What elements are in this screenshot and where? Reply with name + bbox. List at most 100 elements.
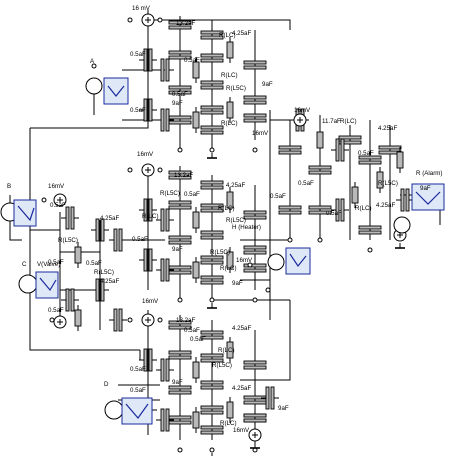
terminal-node (157, 167, 163, 173)
terminal-node (41, 197, 47, 203)
voltage-source-symbol (248, 428, 262, 442)
block-label: H (Heater) (232, 224, 261, 231)
source-label: 16mV (233, 427, 250, 434)
terminal-node (247, 262, 253, 268)
capacitor-symbol (200, 49, 224, 67)
capacitor-symbol (168, 166, 192, 184)
resistor-symbol (192, 407, 200, 433)
capacitor-symbol (396, 188, 414, 212)
cap-label: 9aF (420, 185, 431, 192)
capacitor-symbol (331, 138, 349, 162)
terminal-node (367, 247, 373, 253)
terminal-node (157, 17, 163, 23)
resistor-symbol (376, 167, 384, 193)
terminal-node (252, 297, 258, 303)
cap-label: 4.25aF (232, 385, 251, 392)
res-label: R(LC) (219, 32, 236, 39)
capacitor-symbol (139, 348, 157, 372)
capacitor-symbol (156, 258, 174, 282)
capacitor-symbol (200, 271, 224, 289)
cap-label: 0.5aF (190, 336, 206, 343)
terminal-node (209, 297, 215, 303)
resistor-symbol (74, 242, 82, 268)
cap-label: 0.5aF (184, 327, 200, 334)
source-label: 16mV (236, 257, 253, 264)
capacitor-symbol (156, 358, 174, 382)
cap-label: 0.5aF (86, 260, 102, 267)
block-label: C (22, 261, 27, 268)
capacitor-symbol (168, 81, 192, 99)
terminal-node (177, 447, 183, 453)
resistor-symbol (226, 37, 234, 63)
capacitor-symbol (200, 251, 224, 269)
terminal-node (209, 147, 215, 153)
voltage-source-symbol (293, 113, 307, 127)
terminal-node (127, 317, 133, 323)
capacitor-symbol (243, 56, 267, 74)
capacitor-symbol (200, 376, 224, 394)
capacitor-symbol (261, 386, 279, 410)
terminal-node (287, 237, 293, 243)
capacitor-symbol (200, 401, 224, 419)
capacitor-symbol (200, 176, 224, 194)
capacitor-symbol (91, 278, 109, 302)
block-H: H (Heater) (232, 224, 311, 275)
cap-label: 9aF (172, 100, 183, 107)
capacitor-symbol (156, 58, 174, 82)
capacitor-symbol (278, 201, 302, 219)
res-label: R(L5C) (212, 362, 232, 369)
capacitor-symbol (109, 308, 127, 332)
resistors (74, 37, 404, 433)
cap-label: 9aF (278, 405, 289, 412)
resistor-symbol (226, 337, 234, 363)
cap-label: 11.7aF (322, 118, 341, 125)
resistor-symbol (226, 247, 234, 273)
component-labels: 16 mV 16mV 16mV 16mV 16mV 16mV 16mV 16mV… (48, 5, 431, 434)
capacitor-symbol (61, 288, 79, 312)
res-label: R(LC) (218, 205, 235, 212)
cap-label: 4.25aF (376, 202, 395, 209)
cap-label: 0.5aF (326, 210, 342, 217)
source-label: 16mV (294, 107, 311, 114)
capacitor-symbol (338, 131, 362, 149)
sources (41, 13, 407, 456)
cap-label: 0.5aF (130, 51, 146, 58)
block-C: C V(Valve) (18, 261, 60, 299)
resistor-symbol (396, 147, 404, 173)
terminal-node (127, 17, 133, 23)
capacitor-symbol (168, 46, 192, 64)
capacitor-symbol (243, 356, 267, 374)
res-label: R(LC) (221, 72, 238, 79)
cap-label: 0.5aF (184, 191, 200, 198)
cap-label: 9aF (232, 280, 243, 287)
resistor-symbol (192, 57, 200, 83)
capacitors (61, 16, 414, 439)
voltage-source-symbol (141, 13, 155, 27)
ground-symbol (395, 243, 405, 249)
resistor-symbol (226, 97, 234, 123)
capacitor-symbol (308, 201, 332, 219)
capacitor-symbol (243, 409, 267, 427)
resistor-symbol (192, 107, 200, 133)
res-label: R(LC) (221, 120, 238, 127)
cap-label: 4.25aF (226, 182, 245, 189)
res-label: R(LC) (355, 205, 372, 212)
res-label: R(L5C) (210, 249, 230, 256)
terminal-node (157, 317, 163, 323)
cap-label: 0.5aF (298, 180, 314, 187)
block-label: D (104, 381, 109, 388)
ground-symbol (207, 153, 217, 159)
capacitor-symbol (243, 109, 267, 127)
capacitor-symbol (156, 208, 174, 232)
res-label: R(LC) (142, 213, 159, 220)
capacitor-symbol (200, 121, 224, 139)
capacitor-symbol (168, 196, 192, 214)
cap-label: 4.25aF (232, 325, 251, 332)
block-sublabel: V(Valve) (37, 261, 60, 268)
terminal-node (177, 297, 183, 303)
cap-label: 4.25aF (378, 125, 397, 132)
cap-label: 0.5aF (130, 107, 146, 114)
ground-symbol (250, 443, 260, 449)
res-label: R(LC) (220, 265, 237, 272)
cap-label: 0.5aF (132, 236, 148, 243)
